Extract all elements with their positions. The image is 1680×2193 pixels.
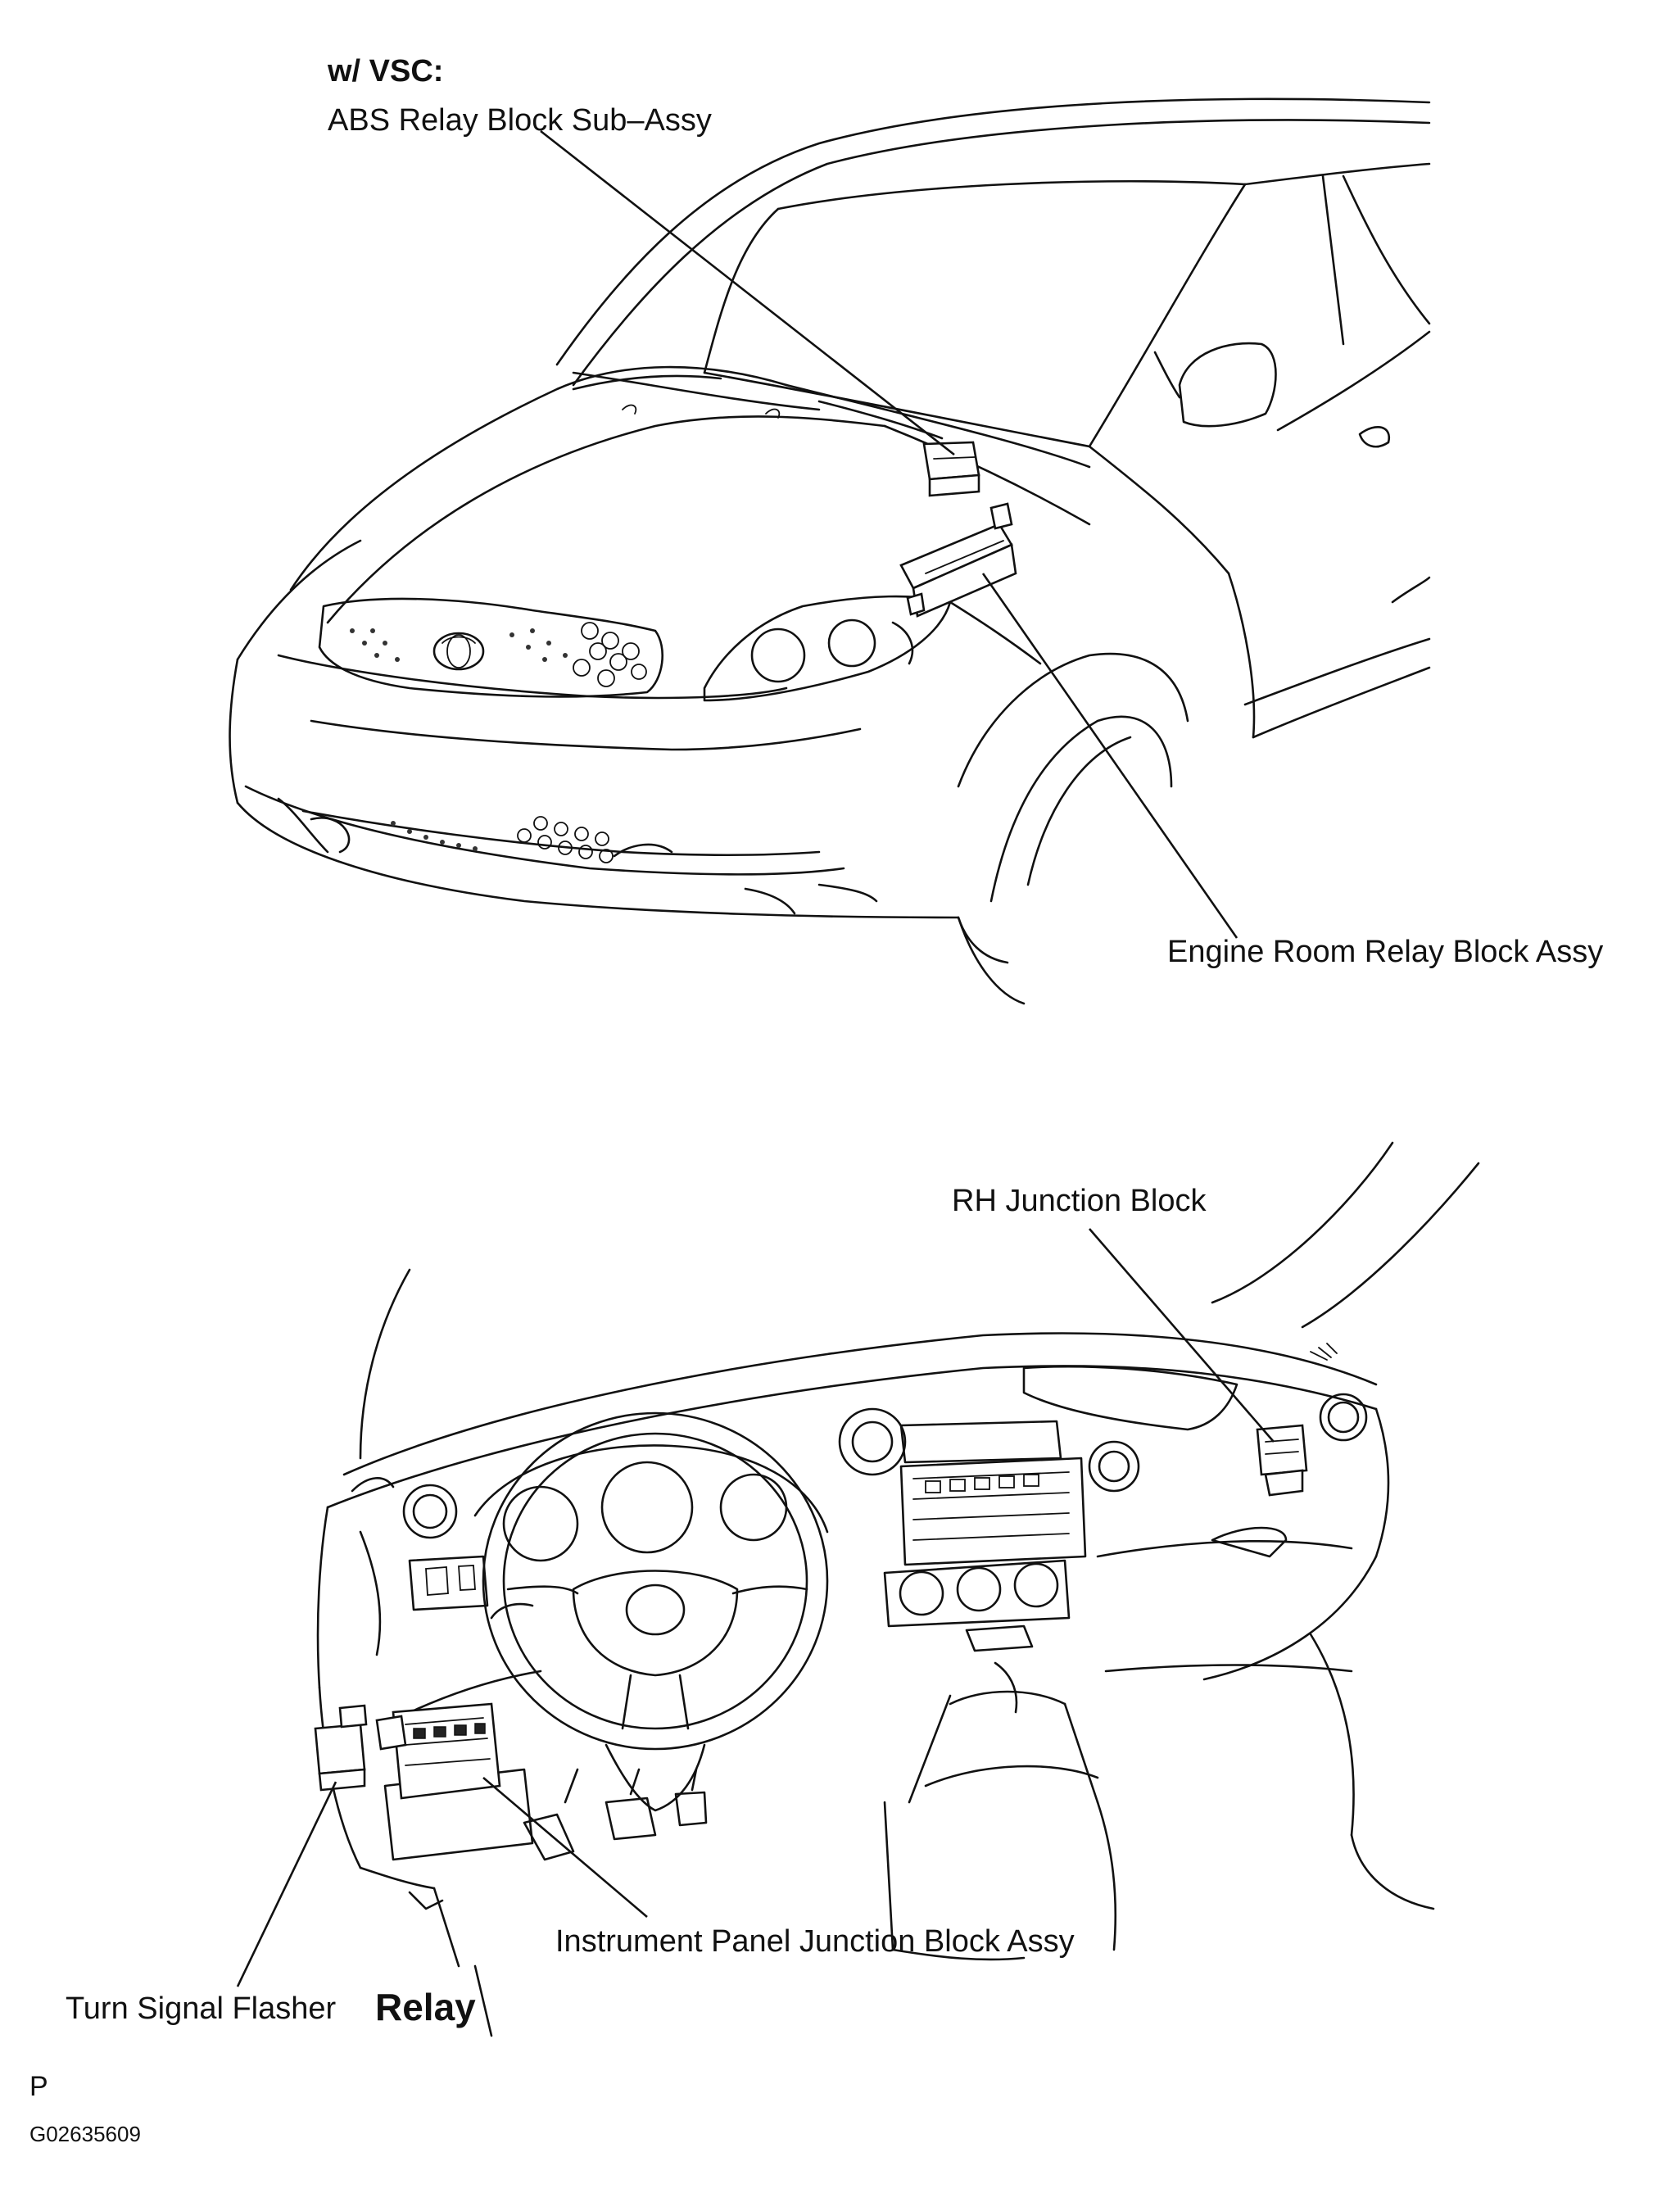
engine-room-relay-leader-line: [981, 573, 1238, 939]
engine-room-relay-block-label: Engine Room Relay Block Assy: [1167, 935, 1604, 969]
car-front-illustration: [229, 97, 1431, 1005]
relay-label: Relay: [375, 1986, 476, 2028]
turn-signal-flasher-relay-part: [314, 1704, 368, 1792]
rh-junction-block-part: [1256, 1424, 1308, 1497]
turn-signal-flasher-label: Turn Signal Flasher: [66, 1991, 337, 2026]
instrument-panel-junction-block-part: [375, 1702, 501, 1800]
flasher-relay-leader-line: [236, 1781, 337, 1987]
abs-relay-block-part: [922, 441, 980, 497]
instrument-panel-junction-block-label: Instrument Panel Junction Block Assy: [555, 1924, 1075, 1959]
vsc-condition-label: w/ VSC:: [328, 54, 444, 88]
rh-junction-block-label: RH Junction Block: [952, 1184, 1207, 1218]
abs-relay-leader-line: [540, 129, 955, 456]
engine-room-relay-block-part: [899, 502, 1017, 618]
footer-marker: P: [29, 2071, 48, 2102]
abs-relay-block-label: ABS Relay Block Sub–Assy: [328, 103, 712, 138]
figure-code: G02635609: [29, 2122, 141, 2146]
instrument-panel-illustration: [316, 1141, 1480, 2037]
rh-junction-leader-line: [1089, 1228, 1275, 1443]
ip-junction-leader-line: [482, 1777, 648, 1918]
